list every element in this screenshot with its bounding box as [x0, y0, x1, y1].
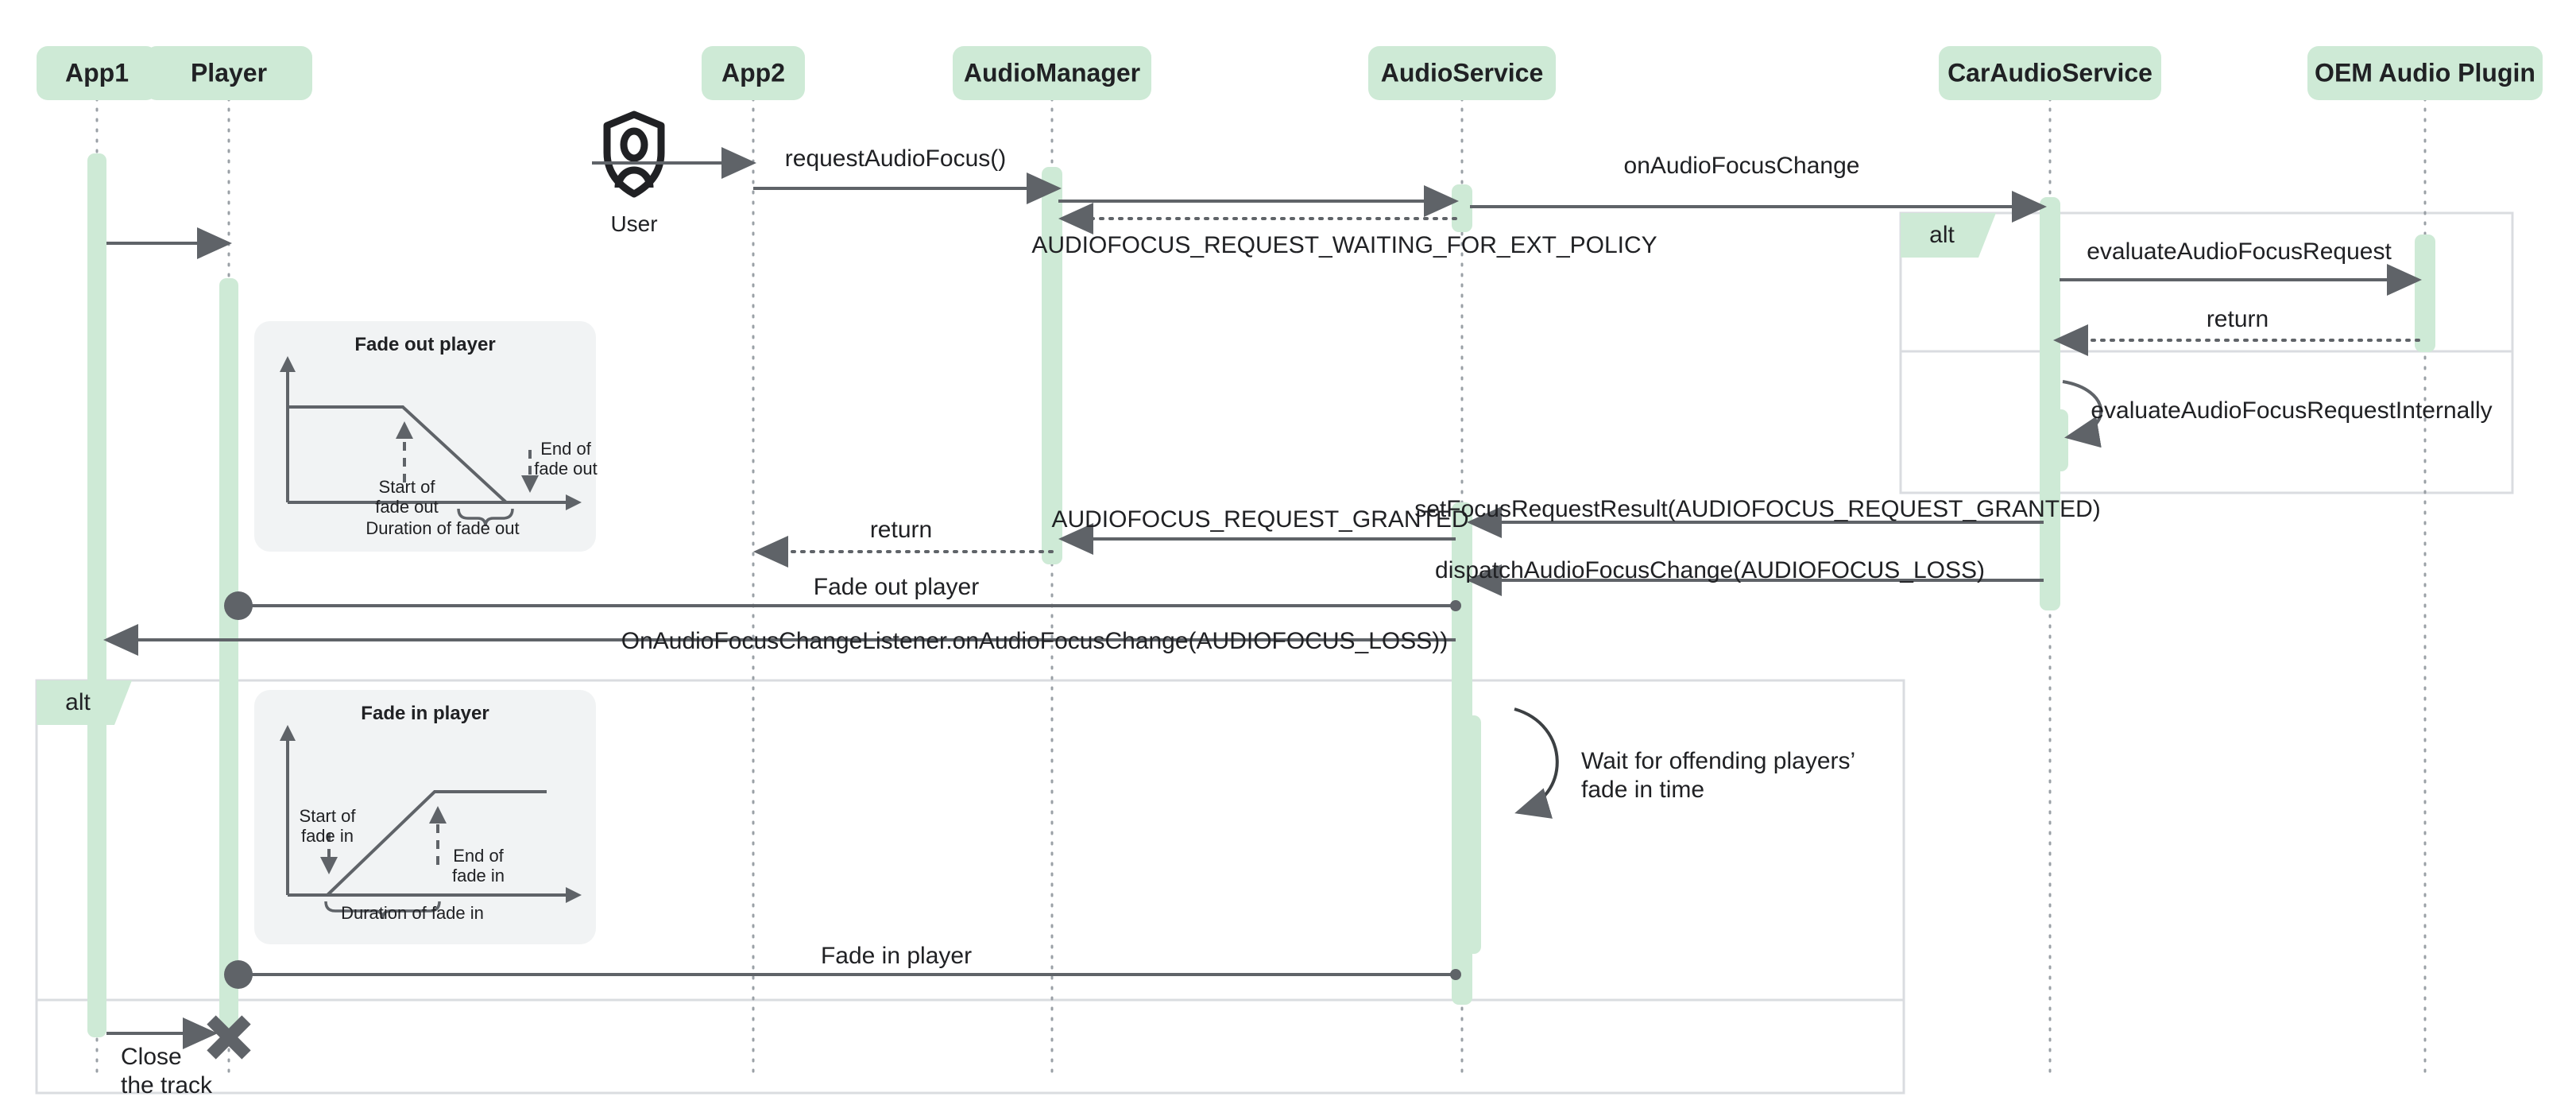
note-box-fade-out-note [254, 321, 596, 552]
actor-label-user: User [610, 211, 658, 236]
fragment-label-alt-app1: alt [65, 689, 91, 715]
note-chart-fade-out-note [280, 356, 582, 527]
message-label-m-evalreturn: return [2206, 306, 2269, 332]
participant-box-oemplugin[interactable] [2307, 46, 2543, 100]
message-label-m-setresult: setFocusRequestResult(AUDIOFOCUS_REQUEST… [1414, 496, 2101, 522]
message-label-m-evalinternal: evaluateAudioFocusRequestInternally [2091, 397, 2493, 424]
message-label-m-onfocuschange: onAudioFocusChange [1623, 153, 1860, 179]
actor-user-icon [603, 110, 665, 198]
fragment-tag-alt-app1 [37, 680, 132, 725]
activation-bar-act-cas-self [2051, 409, 2068, 471]
participant-box-app1[interactable] [37, 46, 157, 100]
activation-bar-act-audiomgr [1042, 167, 1062, 564]
participant-box-player[interactable] [145, 46, 312, 100]
activation-bar-act-oem [2415, 234, 2435, 352]
message-origin-ball-m-fadeout [1450, 600, 1461, 611]
destroy-marker-player-destroy-x [207, 1015, 251, 1060]
note-duration-label-fade-out-note: Duration of fade out [366, 518, 520, 538]
participant-label-app1: App1 [65, 58, 129, 87]
fragment-label-alt-oem: alt [1929, 222, 1955, 248]
activation-bar-act-cas [2040, 197, 2060, 610]
participant-label-app2: App2 [721, 58, 785, 87]
message-label-m-requestfocus: requestAudioFocus() [784, 145, 1007, 172]
message-label-m-return-app2: return [869, 517, 933, 543]
message-origin-ball-m-fadein [1450, 969, 1461, 980]
message-line-m-evalinternal[interactable] [2062, 380, 2102, 448]
activation-bar-act-as-3 [1462, 715, 1481, 954]
note-title-fade-out-note: Fade out player [354, 334, 496, 355]
participant-box-audiomgr[interactable] [953, 46, 1151, 100]
activation-bar-act-as-1 [1452, 184, 1472, 232]
page-panel [5, 5, 2571, 1111]
self-note-label-wait-note: Wait for offending players’fade in time [1581, 748, 1856, 803]
message-label-m-waiting: AUDIOFOCUS_REQUEST_WAITING_FOR_EXT_POLIC… [1031, 232, 1657, 258]
message-label-m-dispatch: dispatchAudioFocusChange(AUDIOFOCUS_LOSS… [1435, 557, 1985, 583]
message-label-m-fadein: Fade in player [820, 943, 973, 969]
participant-label-audiomgr: AudioManager [963, 58, 1141, 87]
fragment-alt-oem [1899, 211, 2514, 494]
message-label-m-evalreq: evaluateAudioFocusRequest [2087, 238, 2392, 265]
participant-box-app2[interactable] [702, 46, 805, 100]
participant-box-audiosvc[interactable] [1368, 46, 1556, 100]
message-label-m-granted: AUDIOFOCUS_REQUEST_GRANTED [1051, 506, 1469, 533]
participant-label-audiosvc: AudioService [1380, 58, 1544, 87]
activation-bar-act-player [219, 278, 238, 1035]
activation-bar-act-app1 [87, 153, 106, 1037]
note-title-fade-in-note: Fade in player [361, 703, 489, 724]
fragment-alt-app1 [35, 679, 1905, 1095]
fragment-tag-alt-oem [1901, 213, 1996, 258]
participant-label-oemplugin: OEM Audio Plugin [2315, 58, 2535, 87]
participant-label-player: Player [190, 58, 268, 87]
note-chart-fade-in-note [280, 725, 582, 920]
message-label-m-fadeout: Fade out player [813, 574, 980, 600]
note-duration-label-fade-in-note: Duration of fade in [341, 903, 484, 923]
message-label-m-listenerloss: OnAudioFocusChangeListener.onAudioFocusC… [621, 628, 1449, 654]
participant-label-caraudiosvc: CarAudioService [1947, 58, 2152, 87]
self-note-arrow-wait-note [1514, 707, 1559, 819]
participant-box-caraudiosvc[interactable] [1939, 46, 2161, 100]
note-box-fade-in-note [254, 690, 596, 944]
